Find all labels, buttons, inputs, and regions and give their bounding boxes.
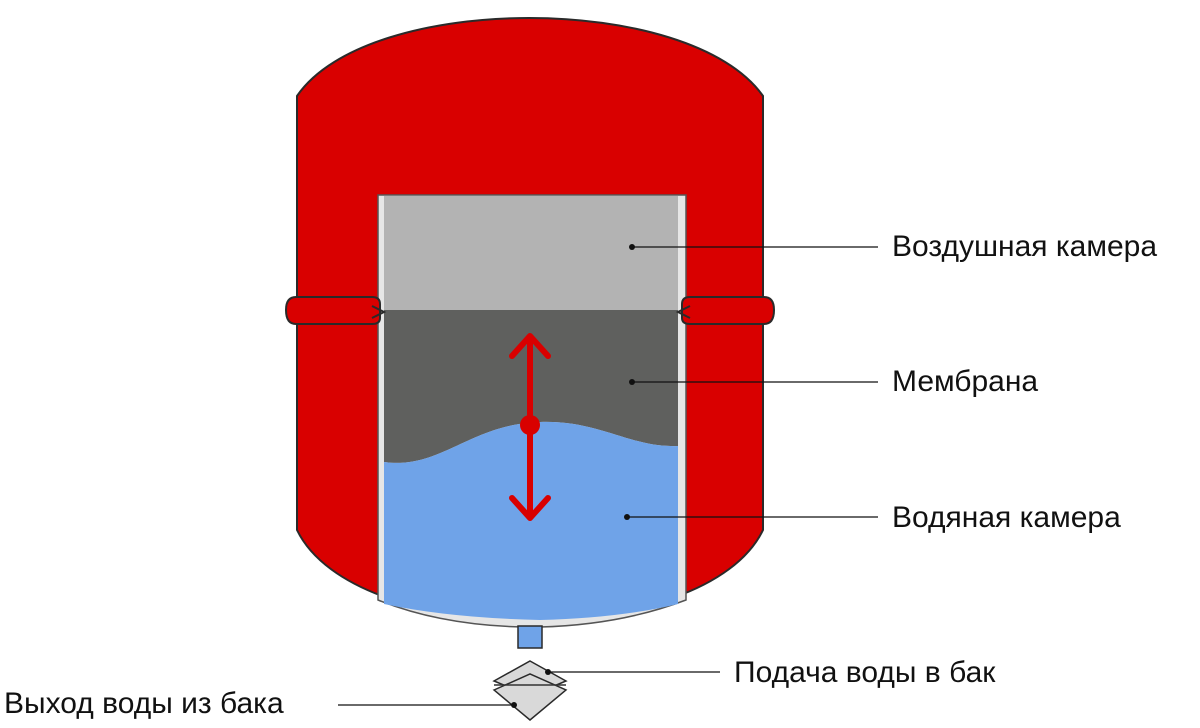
stacked-diamond-valve-icon — [492, 660, 568, 721]
double-headed-vertical-arrow-icon — [509, 333, 551, 521]
air-chamber — [384, 196, 678, 310]
label-water-supply: Подача воды в бак — [734, 656, 996, 689]
water-chamber — [384, 421, 678, 620]
flange-left — [284, 296, 381, 325]
outlet-neck — [517, 625, 543, 649]
arrow-head-down — [509, 495, 551, 521]
label-water-chamber: Водяная камера — [892, 501, 1121, 534]
arrow-head-up — [509, 333, 551, 359]
arrow-center-dot — [520, 415, 540, 435]
leader-lines — [338, 244, 878, 708]
membrane-clamp-left — [371, 305, 387, 319]
membrane-clamp-right — [675, 305, 691, 319]
label-air-chamber: Воздушная камера — [892, 230, 1158, 263]
flange-right — [681, 296, 776, 325]
label-membrane: Мембрана — [892, 365, 1039, 398]
label-water-outlet: Выход воды из бака — [4, 687, 284, 720]
